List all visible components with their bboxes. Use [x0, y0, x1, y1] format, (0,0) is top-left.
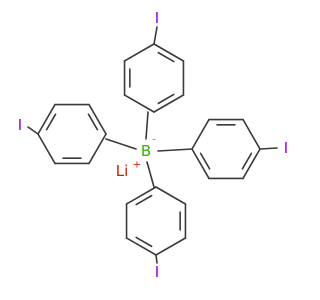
- top-ring-bond-1: [123, 94, 155, 113]
- bond-iodine-right: [259, 147, 278, 150]
- top-ring-double-bond-0: [157, 93, 175, 105]
- iodine-left-label: I: [18, 116, 22, 134]
- left-ring-double-bond-5: [87, 113, 99, 131]
- lithium-charge: +: [133, 160, 141, 171]
- left-ring-bond-5: [88, 103, 107, 135]
- atom-label-layer: I I I I B - Li +: [18, 9, 288, 281]
- bottom-ring-double-bond-3: [135, 194, 153, 206]
- bond-boron-bottom-ring: [146, 161, 155, 188]
- bottom-ring-bond-1: [125, 237, 157, 256]
- left-ring-bond-2: [37, 133, 56, 165]
- bond-iodine-top: [153, 26, 158, 45]
- iodine-bottom-label: I: [155, 263, 159, 281]
- chemical-structure: I I I I B - Li +: [18, 9, 288, 281]
- bottom-ring-bond-3: [125, 186, 157, 205]
- right-ring-bond-2: [191, 148, 210, 180]
- bond-layer: [27, 26, 278, 264]
- top-ring-double-bond-4: [157, 51, 175, 63]
- boron-label: B: [141, 142, 151, 160]
- right-ring-bond-3: [191, 118, 210, 150]
- bond-boron-left-ring: [105, 138, 137, 150]
- bottom-ring-bond-0: [155, 237, 187, 256]
- bottom-ring-double-bond-1: [135, 236, 153, 248]
- top-ring-bond-0: [153, 94, 185, 113]
- bond-boron-top-ring: [145, 111, 149, 140]
- iodine-top-label: I: [155, 9, 159, 27]
- lithium-label: Li: [116, 162, 129, 180]
- right-ring-double-bond-2: [199, 152, 211, 170]
- right-ring-bond-5: [242, 118, 261, 150]
- top-ring-bond-3: [123, 43, 155, 62]
- left-ring-double-bond-3: [45, 113, 57, 131]
- top-ring-bond-4: [153, 43, 185, 62]
- bond-iodine-bottom: [155, 254, 158, 264]
- bond-boron-right-ring: [157, 148, 193, 152]
- iodine-right-label: I: [284, 139, 288, 157]
- bottom-ring-bond-4: [155, 186, 187, 205]
- left-ring-bond-0: [88, 133, 107, 165]
- bond-iodine-left: [27, 126, 39, 135]
- right-ring-double-bond-0: [241, 152, 253, 170]
- right-ring-bond-0: [242, 148, 261, 180]
- boron-charge: -: [152, 135, 156, 146]
- left-ring-bond-3: [37, 103, 56, 135]
